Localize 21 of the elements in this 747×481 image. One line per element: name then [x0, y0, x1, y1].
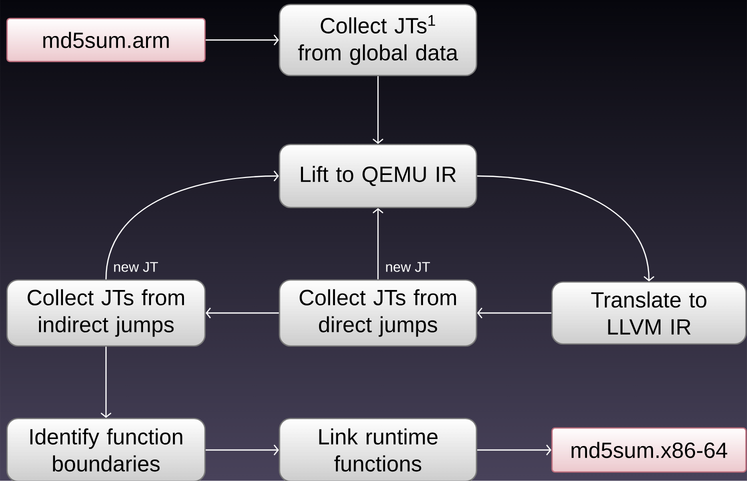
arrow — [477, 175, 654, 282]
process-box: md5sum.x86-64 — [551, 427, 747, 473]
process-box: Link runtime functions — [278, 418, 478, 481]
arrow — [477, 308, 552, 318]
process-box: Translate to LLVM IR — [551, 281, 747, 345]
arrow — [105, 170, 279, 280]
arrow — [100, 346, 112, 418]
process-box: Collect JTs from indirect jumps — [6, 279, 206, 347]
arrow — [206, 308, 279, 318]
arrow — [372, 76, 384, 144]
edge-label: new JT — [386, 262, 430, 272]
arrow — [206, 34, 279, 46]
arrow — [372, 208, 384, 280]
process-box: md5sum.arm — [6, 18, 206, 62]
arrow — [477, 444, 552, 456]
edge-label: new JT — [114, 262, 158, 272]
process-box: Identify function boundaries — [6, 418, 206, 481]
process-box: Collect JTs from direct jumps — [278, 279, 478, 347]
arrow — [206, 444, 279, 456]
process-box: Lift to QEMU IR — [278, 144, 478, 208]
process-box: Collect JTs$^{1}$ from global data — [278, 4, 478, 76]
